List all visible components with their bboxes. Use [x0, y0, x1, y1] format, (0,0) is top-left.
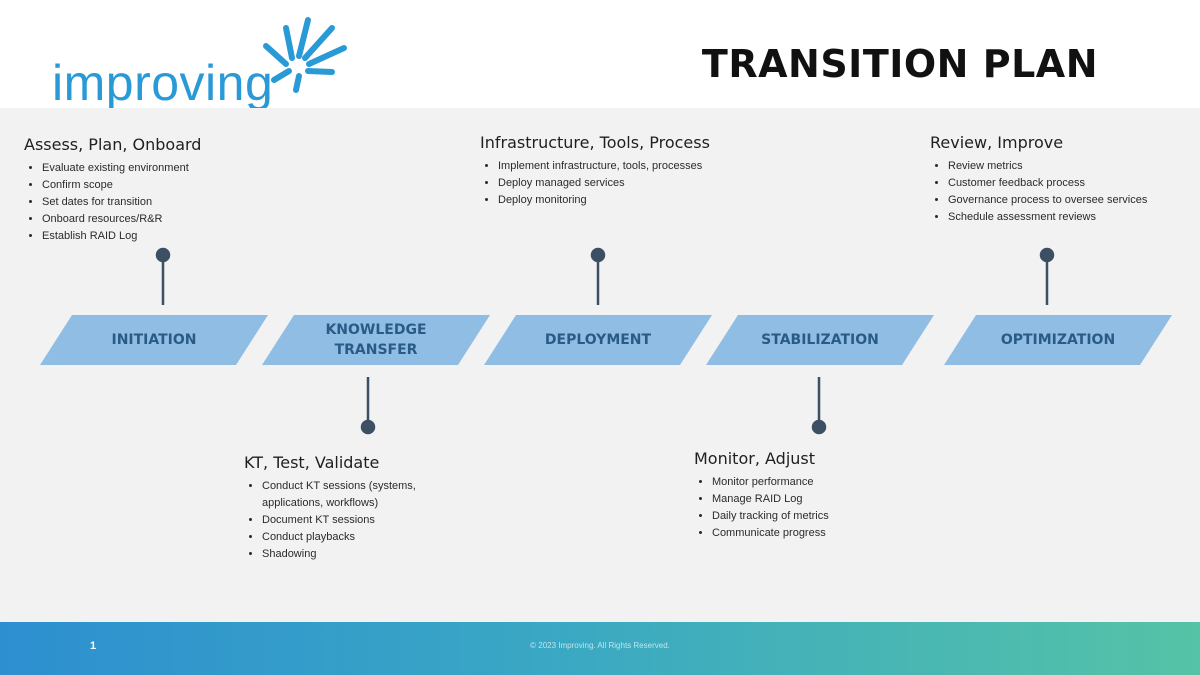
starburst-icon — [263, 17, 347, 93]
list-item: Manage RAID Log — [712, 491, 934, 508]
copyright-text: © 2023 Improving. All Rights Reserved. — [530, 641, 670, 650]
phase-initiation: INITIATION — [111, 332, 197, 348]
bullet-list: Monitor performance Manage RAID Log Dail… — [694, 474, 934, 542]
bullet-list: Review metrics Customer feedback process… — [930, 158, 1195, 226]
list-item: Customer feedback process — [948, 175, 1195, 192]
callout-title: KT, Test, Validate — [244, 453, 380, 472]
callout-deployment: Infrastructure, Tools, Process Implement… — [480, 132, 720, 209]
list-item: Document KT sessions — [262, 512, 462, 529]
logo-wordmark: improving — [52, 55, 274, 111]
list-item: Implement infrastructure, tools, process… — [498, 158, 713, 175]
callout-title: Assess, Plan, Onboard — [24, 135, 202, 154]
list-item: Monitor performance — [712, 474, 934, 491]
list-item: Schedule assessment reviews — [948, 209, 1195, 226]
phase-stabilization: STABILIZATION — [761, 332, 879, 348]
callout-title: Infrastructure, Tools, Process — [480, 133, 710, 152]
list-item: Governance process to oversee services — [948, 192, 1195, 209]
slide-footer: 1 © 2023 Improving. All Rights Reserved. — [0, 622, 1200, 675]
callout-initiation: Assess, Plan, Onboard Evaluate existing … — [24, 134, 274, 245]
page-title: TRANSITION PLAN — [701, 42, 1098, 86]
callout-title: Review, Improve — [930, 133, 1064, 152]
list-item: Shadowing — [262, 546, 462, 563]
phase-deployment: DEPLOYMENT — [544, 332, 652, 348]
bullet-list: Implement infrastructure, tools, process… — [480, 158, 713, 209]
bullet-list: Evaluate existing environment Confirm sc… — [24, 160, 274, 245]
callout-optimization: Review, Improve Review metrics Customer … — [930, 132, 1195, 226]
slide-header: improving TRANSITION PLAN — [0, 0, 1200, 108]
list-item: Deploy managed services — [498, 175, 713, 192]
improving-logo: improving — [50, 14, 360, 108]
list-item: Deploy monitoring — [498, 192, 713, 209]
list-item: Onboard resources/R&R — [42, 211, 274, 228]
list-item: Review metrics — [948, 158, 1195, 175]
list-item: Establish RAID Log — [42, 228, 274, 245]
list-item: Set dates for transition — [42, 194, 274, 211]
timeline-canvas — [0, 108, 1200, 622]
list-item: Daily tracking of metrics — [712, 508, 934, 525]
list-item: Evaluate existing environment — [42, 160, 274, 177]
bullet-list: Conduct KT sessions (systems, applicatio… — [244, 478, 462, 563]
list-item: Conduct playbacks — [262, 529, 462, 546]
callout-title: Monitor, Adjust — [694, 449, 816, 468]
callout-knowledge-transfer: KT, Test, Validate Conduct KT sessions (… — [244, 452, 484, 563]
phase-knowledge-transfer: KNOWLEDGE TRANSFER — [325, 322, 427, 358]
callout-stabilization: Monitor, Adjust Monitor performance Mana… — [694, 448, 934, 542]
page-number: 1 — [90, 640, 97, 652]
list-item: Communicate progress — [712, 525, 934, 542]
phase-optimization: OPTIMIZATION — [1000, 332, 1116, 348]
list-item: Confirm scope — [42, 177, 274, 194]
list-item: Conduct KT sessions (systems, applicatio… — [262, 478, 462, 512]
